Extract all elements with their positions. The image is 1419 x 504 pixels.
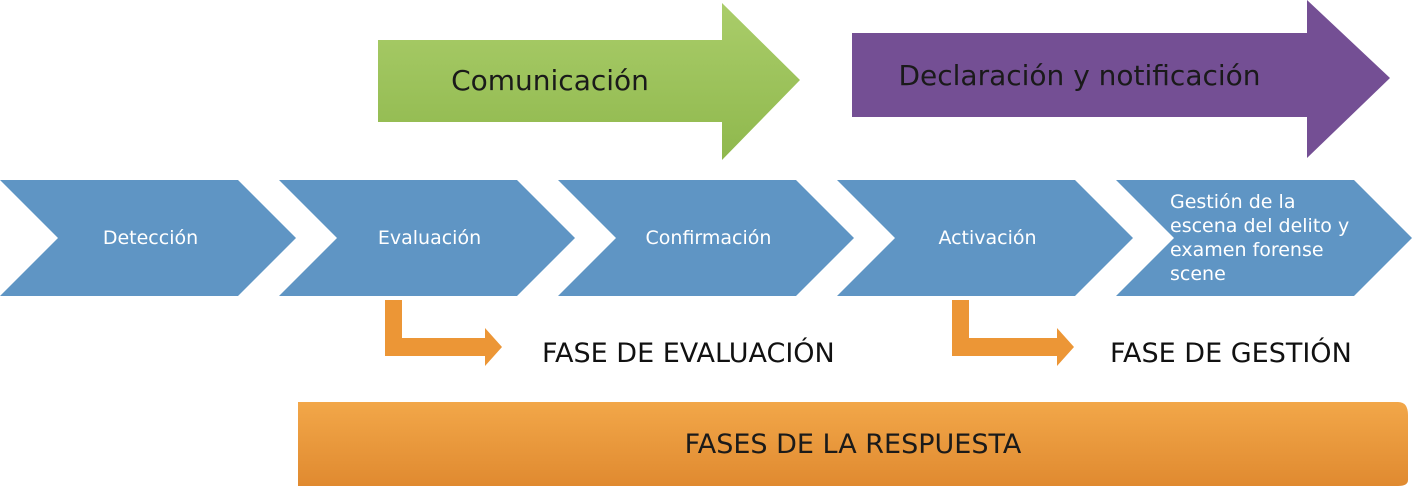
bottom-bar <box>298 402 1408 486</box>
phase-arrow-evaluacion <box>385 300 502 366</box>
step-chevron-2 <box>279 180 575 296</box>
comunicacion-arrow <box>378 3 800 160</box>
step-label-evaluacion: Evaluación <box>377 227 482 249</box>
declaracion-arrow <box>852 0 1390 158</box>
phase-label-gestion: FASE DE GESTIÓN <box>1110 337 1352 369</box>
step-label-deteccion: Detección <box>102 227 199 249</box>
step-chevron-4 <box>837 180 1133 296</box>
step-label-gestion: Gestión de la escena del delito y examen… <box>1170 191 1350 285</box>
phase-label-evaluacion: FASE DE EVALUACIÓN <box>542 337 835 369</box>
step-label-activacion: Activación <box>938 227 1037 249</box>
phase-arrow-gestion <box>952 300 1074 366</box>
bottom-bar-label: FASES DE LA RESPUESTA <box>684 428 1022 460</box>
step-chevron-5 <box>1116 180 1412 296</box>
step-label-confirmacion: Confirmación <box>645 227 772 249</box>
comunicacion-label: Comunicación <box>451 63 649 97</box>
step-chevron-3 <box>558 180 854 296</box>
step-chevron-1 <box>0 180 296 296</box>
declaracion-label: Declaración y notificación <box>898 58 1261 92</box>
